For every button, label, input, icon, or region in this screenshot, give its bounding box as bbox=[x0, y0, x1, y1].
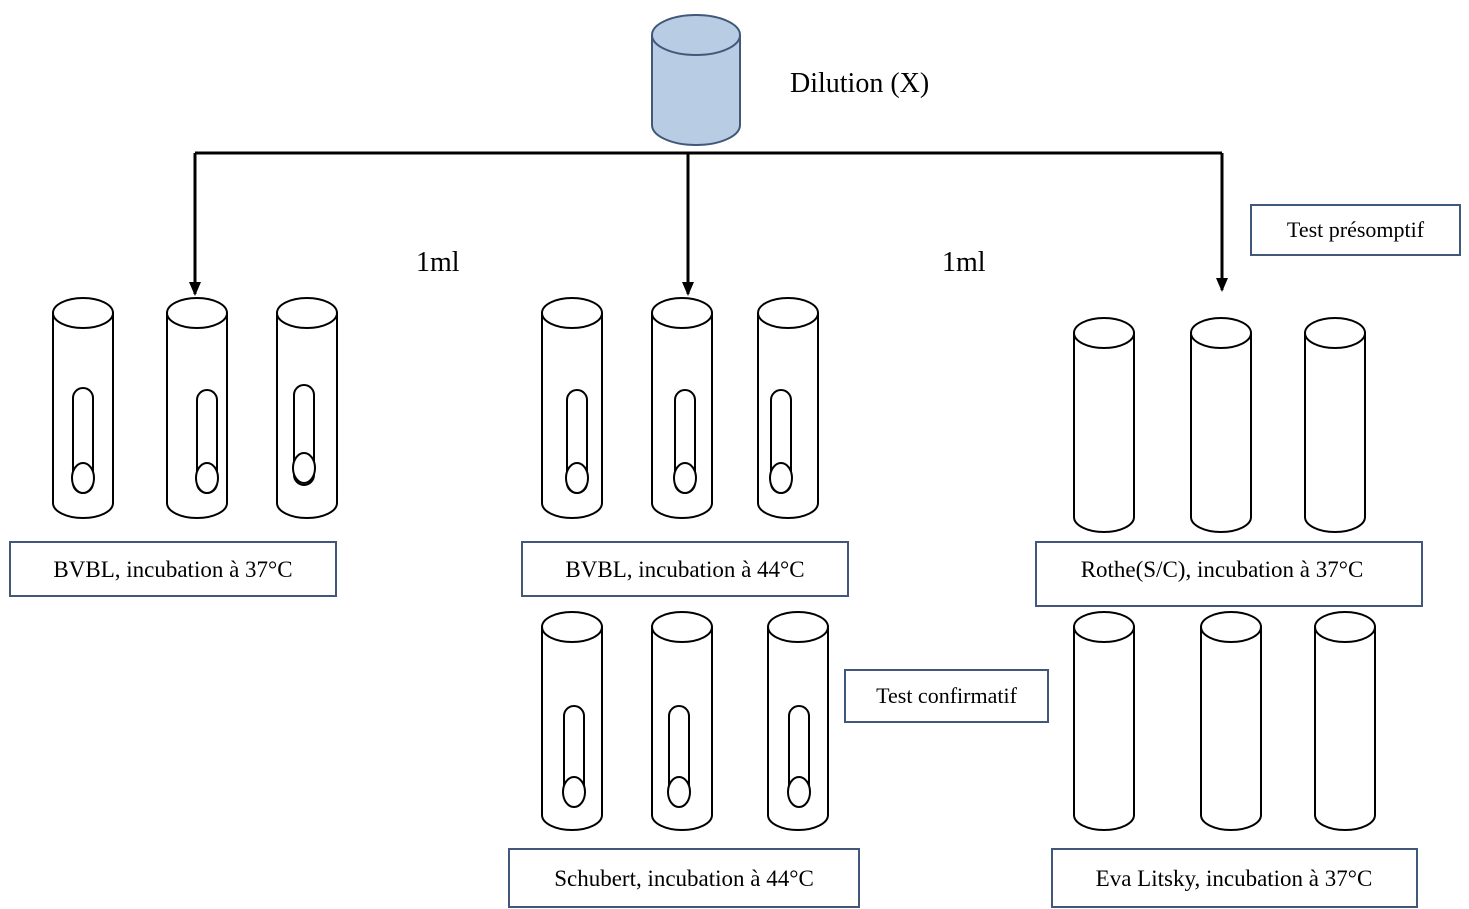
distribution-lines bbox=[189, 151, 1228, 296]
test-tube-icon bbox=[1073, 317, 1135, 533]
svg-text:Test confirmatif: Test confirmatif bbox=[876, 683, 1017, 708]
tube-group-bvbl-44: BVBL, incubation à 44°C bbox=[521, 297, 849, 597]
group-label-schubert: Schubert, incubation à 44°C bbox=[554, 866, 814, 891]
test-tube-icon bbox=[166, 297, 228, 519]
dilution-cylinder-icon bbox=[651, 14, 741, 146]
group-label-rothe: Rothe(S/C), incubation à 37°C bbox=[1081, 557, 1364, 582]
group-label-bvbl-44: BVBL, incubation à 44°C bbox=[565, 557, 804, 582]
durham-tube-icon bbox=[787, 705, 811, 808]
test-tube-icon bbox=[651, 297, 713, 519]
tube-group-eva-litsky: Eva Litsky, incubation à 37°C bbox=[1051, 611, 1418, 908]
group-label-eva-litsky: Eva Litsky, incubation à 37°C bbox=[1096, 866, 1373, 891]
group-label-bvbl-37: BVBL, incubation à 37°C bbox=[53, 557, 292, 582]
test-tube-icon bbox=[1073, 611, 1135, 831]
tube-group-bvbl-37: BVBL, incubation à 37°C bbox=[9, 297, 338, 597]
test-tube-icon bbox=[541, 297, 603, 519]
durham-tube-icon bbox=[195, 389, 219, 494]
dilution-label: Dilution (X) bbox=[790, 68, 929, 99]
tube-group-rothe: Rothe(S/C), incubation à 37°C bbox=[1035, 317, 1423, 607]
durham-tube-icon bbox=[667, 705, 691, 808]
durham-tube-icon bbox=[292, 384, 316, 486]
test-tube-icon bbox=[651, 611, 713, 831]
test-tube-icon bbox=[52, 297, 114, 519]
test-tube-icon bbox=[767, 611, 829, 831]
durham-tube-icon bbox=[673, 389, 697, 494]
volume-label-2: 1ml bbox=[942, 247, 986, 278]
test-tube-icon bbox=[1314, 611, 1376, 831]
svg-text:Test présomptif: Test présomptif bbox=[1287, 217, 1425, 242]
test-tube-icon bbox=[1190, 317, 1252, 533]
volume-label-1: 1ml bbox=[416, 247, 460, 278]
durham-tube-icon bbox=[769, 389, 793, 494]
tube-group-schubert: Schubert, incubation à 44°C bbox=[508, 611, 860, 908]
test-tube-icon bbox=[1200, 611, 1262, 831]
durham-tube-icon bbox=[565, 389, 589, 494]
durham-tube-icon bbox=[562, 705, 586, 808]
durham-tube-icon bbox=[71, 387, 95, 494]
test-tube-icon bbox=[276, 297, 338, 519]
confirmatory-test-tag: Test confirmatif bbox=[844, 669, 1049, 723]
presumptive-test-tag: Test présomptif bbox=[1250, 204, 1461, 256]
test-tube-icon bbox=[757, 297, 819, 519]
test-tube-icon bbox=[1304, 317, 1366, 533]
test-tube-icon bbox=[541, 611, 603, 831]
